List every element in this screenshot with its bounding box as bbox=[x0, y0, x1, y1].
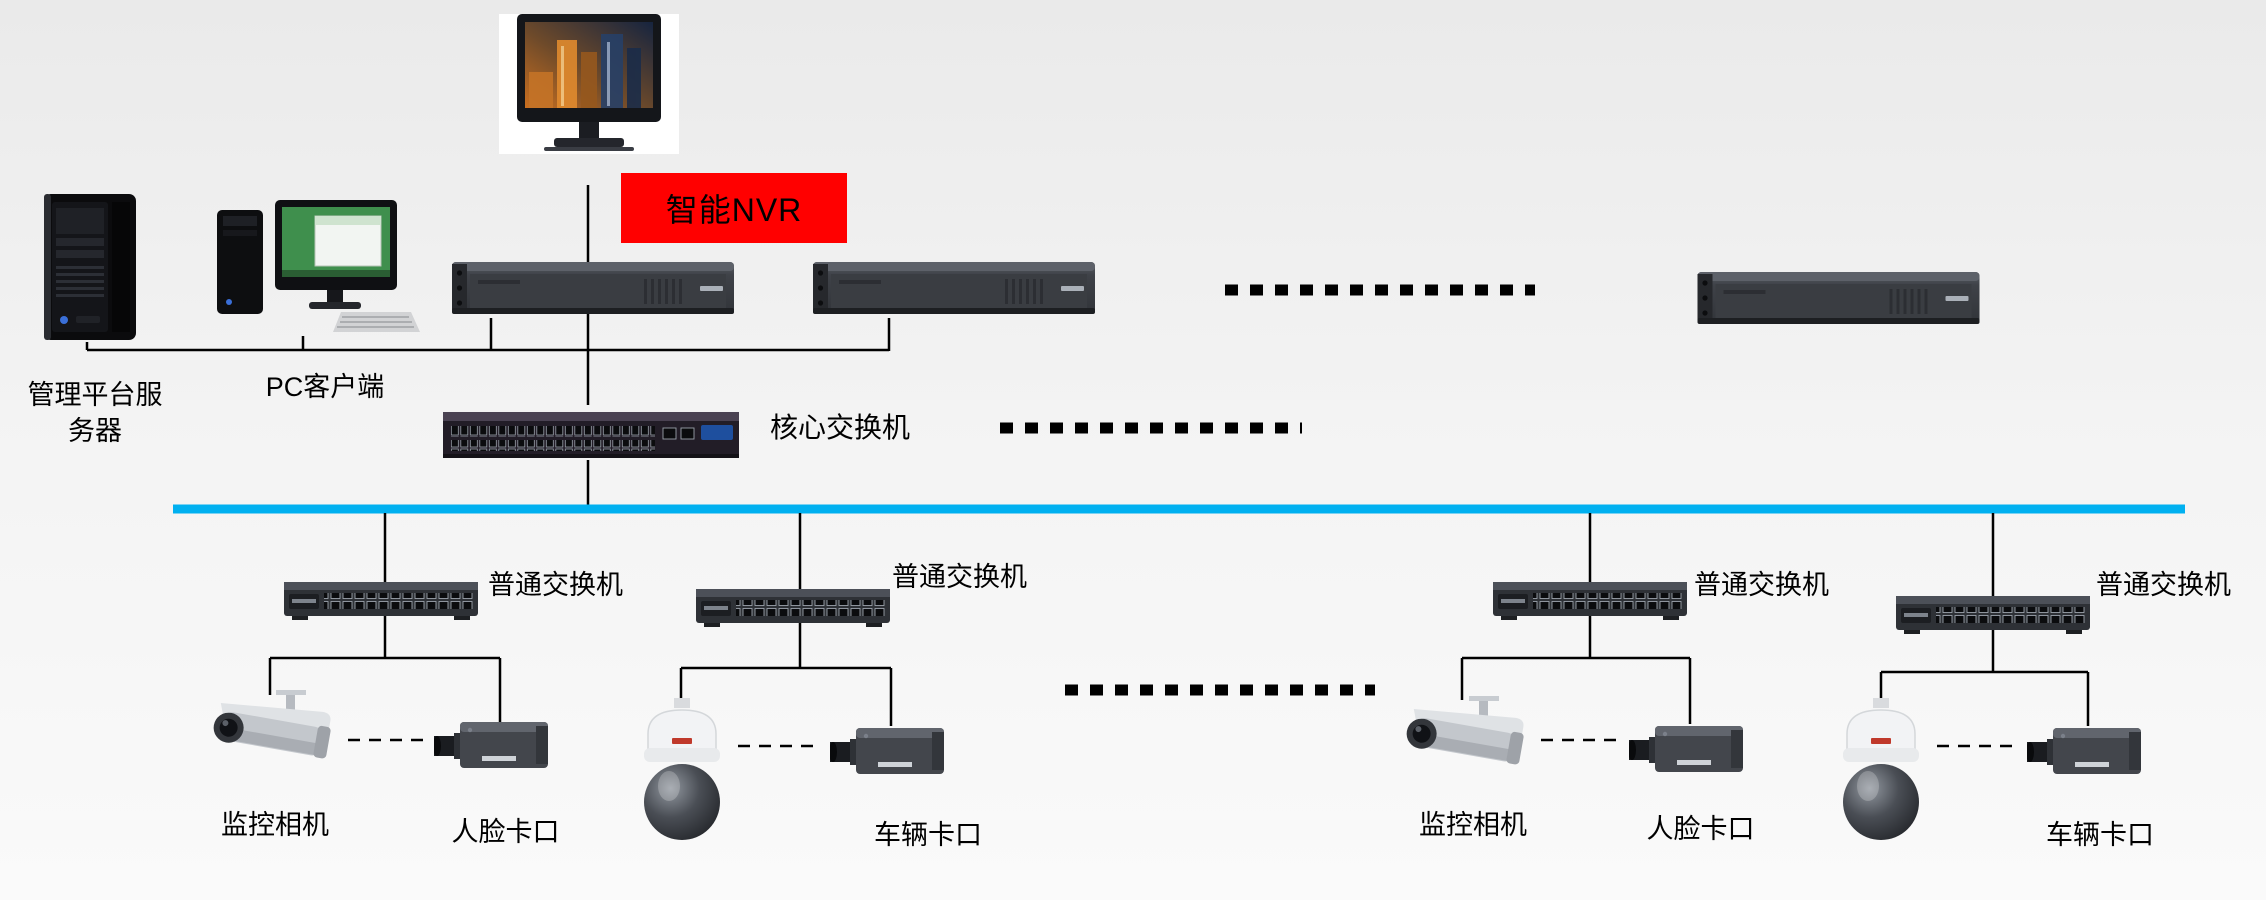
surveillance-camera-label-2: 监控相机 bbox=[1419, 810, 1527, 840]
core-switch-label: 核心交换机 bbox=[770, 412, 911, 443]
core-switch-device bbox=[441, 400, 741, 464]
backbone-drop-links bbox=[383, 513, 1995, 614]
vehicle-checkpoint-camera-2 bbox=[2027, 712, 2149, 788]
face-checkpoint-camera-2 bbox=[1629, 710, 1751, 786]
top-tier-bus-link bbox=[85, 318, 891, 352]
management-server-label: 管理平台服 务器 bbox=[27, 380, 163, 446]
vehicle-checkpoint-camera-1 bbox=[830, 712, 952, 788]
face-checkpoint-label-1: 人脸卡口 bbox=[451, 817, 560, 847]
vehicle-checkpoint-label-1: 车辆卡口 bbox=[874, 820, 982, 850]
access-switch-device-4 bbox=[1894, 582, 2092, 636]
surveillance-bullet-camera-2 bbox=[1393, 696, 1531, 788]
nvr-device-2 bbox=[809, 246, 1099, 326]
access-switch-device-1 bbox=[282, 568, 480, 622]
management-server-device bbox=[14, 192, 164, 344]
switch2-camera-bracket bbox=[679, 622, 893, 726]
access-switch-label-1: 普通交换机 bbox=[488, 570, 623, 600]
vehicle-checkpoint-label-2: 车辆卡口 bbox=[2046, 820, 2154, 850]
dome-camera-1 bbox=[636, 698, 728, 856]
smart-nvr-badge-label: 智能NVR bbox=[665, 192, 803, 228]
surveillance-bullet-camera-1 bbox=[200, 690, 338, 782]
face-checkpoint-label-2: 人脸卡口 bbox=[1646, 814, 1755, 844]
nvr-device-1 bbox=[448, 246, 738, 326]
nvr-device-3 bbox=[1691, 256, 1986, 336]
access-switch-device-2 bbox=[694, 575, 892, 629]
smart-nvr-badge: 智能NVR bbox=[621, 173, 847, 243]
surveillance-camera-label-1: 监控相机 bbox=[221, 810, 329, 840]
dome-camera-2 bbox=[1835, 698, 1927, 856]
pc-client-device bbox=[215, 200, 420, 338]
access-switch-label-3: 普通交换机 bbox=[1694, 570, 1829, 600]
access-switch-device-3 bbox=[1491, 568, 1689, 622]
switch3-camera-bracket bbox=[1460, 612, 1692, 724]
pc-client-label: PC客户端 bbox=[265, 372, 385, 402]
access-switch-label-2: 普通交换机 bbox=[892, 562, 1027, 592]
switch4-camera-bracket bbox=[1879, 628, 2090, 726]
face-checkpoint-camera-1 bbox=[434, 706, 556, 782]
display-monitor-device bbox=[499, 14, 679, 189]
switch1-camera-bracket bbox=[268, 612, 502, 722]
access-switch-label-4: 普通交换机 bbox=[2096, 570, 2231, 600]
